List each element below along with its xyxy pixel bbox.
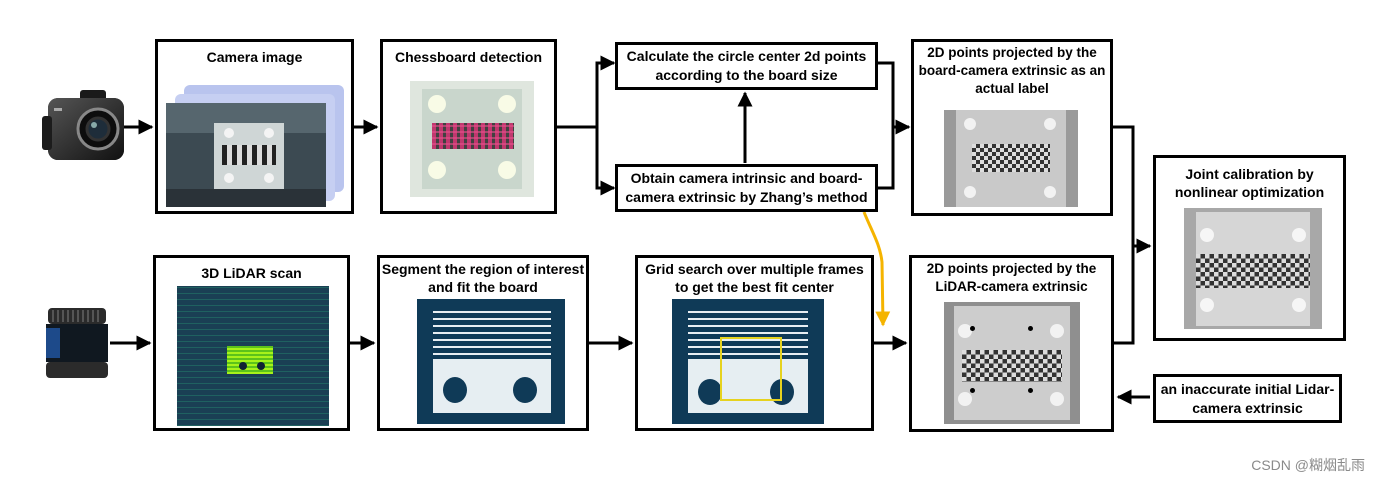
segment-region-box: Segment the region of interest and fit t… <box>377 255 589 431</box>
projected-board-camera-photo <box>944 110 1078 207</box>
camera-photo <box>166 103 326 207</box>
best-fit-center-box <box>720 337 782 401</box>
joint-calibration-label: Joint calibration by nonlinear optimizat… <box>1174 166 1325 200</box>
highlight-arrow <box>862 211 891 327</box>
chessboard-detection-label: Chessboard detection <box>394 49 543 65</box>
projected-board-camera-label: 2D points projected by the board-camera … <box>918 45 1106 96</box>
grid-search-box: Grid search over multiple frames to get … <box>635 255 874 431</box>
arrow-merge-to-projected <box>877 61 895 190</box>
joint-calibration-box: Joint calibration by nonlinear optimizat… <box>1153 155 1346 341</box>
camera-image-box: Camera image <box>155 39 354 214</box>
inaccurate-initial-box: an inaccurate initial Lidar-camera extri… <box>1153 374 1342 423</box>
grid-search-image <box>672 299 824 424</box>
arrow-chessboard-fork <box>557 55 616 129</box>
watermark: CSDN @糊烟乱雨 <box>1251 457 1365 473</box>
projected-lidar-camera-box: 2D points projected by the LiDAR-camera … <box>909 255 1114 432</box>
lidar-sensor-icon <box>46 308 108 378</box>
grid-search-label: Grid search over multiple frames to get … <box>645 261 864 295</box>
segment-region-label: Segment the region of interest and fit t… <box>381 261 585 295</box>
projected-board-camera-box: 2D points projected by the board-camera … <box>911 39 1113 216</box>
chessboard-detection-box: Chessboard detection <box>380 39 557 214</box>
dashcam-icon <box>42 90 124 160</box>
lidar-scan-box: 3D LiDAR scan <box>153 255 350 431</box>
lidar-scan-pointcloud <box>177 286 329 426</box>
joint-calibration-photo <box>1184 208 1322 329</box>
lidar-scan-label: 3D LiDAR scan <box>201 265 302 281</box>
circle-center-box: Calculate the circle center 2d points ac… <box>615 42 878 90</box>
zhang-method-box: Obtain camera intrinsic and board-camera… <box>615 164 878 212</box>
projected-lidar-camera-label: 2D points projected by the LiDAR-camera … <box>926 261 1097 294</box>
segmented-board-image <box>417 299 565 424</box>
chessboard-photo <box>410 81 534 197</box>
projected-lidar-camera-photo <box>944 302 1080 424</box>
camera-image-label: Camera image <box>206 49 303 65</box>
arrow-to-joint <box>1113 125 1135 345</box>
